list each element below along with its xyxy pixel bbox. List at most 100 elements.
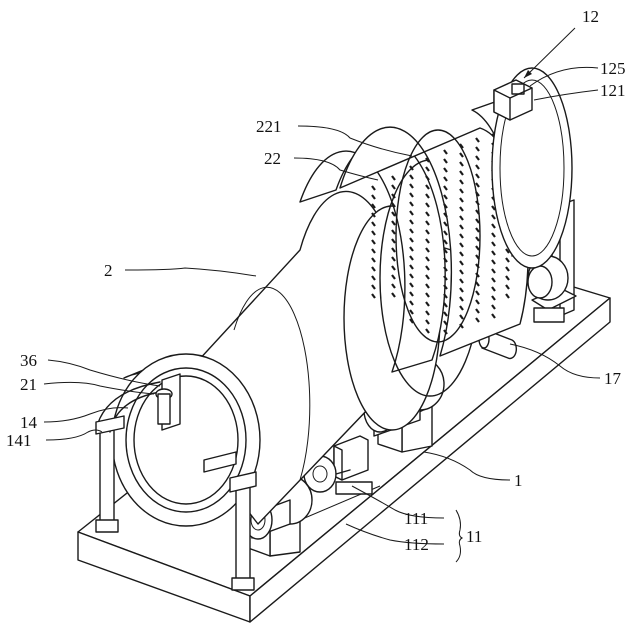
- screen-slot: [443, 167, 448, 173]
- screen-slot: [391, 274, 396, 280]
- screen-slot: [459, 323, 464, 329]
- screen-slot: [443, 149, 448, 155]
- screen-slot: [391, 175, 396, 181]
- screen-slot: [425, 319, 430, 325]
- screen-slot: [459, 287, 464, 293]
- screen-slot: [391, 193, 396, 199]
- screen-slot: [391, 265, 396, 271]
- screen-slot: [475, 218, 480, 224]
- screen-slot: [443, 302, 448, 308]
- screen-slot: [409, 192, 414, 198]
- screen-slot: [443, 239, 448, 245]
- screen-slot: [491, 241, 496, 247]
- screen-slot: [409, 318, 414, 324]
- screen-slot: [425, 193, 430, 199]
- label-17: 17: [604, 369, 622, 388]
- screen-slot: [459, 197, 464, 203]
- screen-slot: [475, 254, 480, 260]
- screen-slot: [491, 223, 496, 229]
- screen-slot: [425, 265, 430, 271]
- screen-slot: [409, 300, 414, 306]
- screen-slot: [391, 211, 396, 217]
- screen-slot: [475, 200, 480, 206]
- screen-slot: [443, 257, 448, 263]
- label-221: 221: [256, 117, 282, 136]
- screen-slot: [425, 274, 430, 280]
- screen-slot: [475, 281, 480, 287]
- screen-slot: [409, 210, 414, 216]
- screen-slot: [443, 203, 448, 209]
- screen-slot: [409, 201, 414, 207]
- screen-slot: [443, 212, 448, 218]
- screen-slot: [425, 157, 430, 163]
- screen-slot: [475, 290, 480, 296]
- label-1: 1: [514, 471, 523, 490]
- label-22: 22: [264, 149, 281, 168]
- label-112: 112: [404, 535, 429, 554]
- screen-slot: [425, 256, 430, 262]
- screen-slot: [505, 266, 510, 272]
- screen-slot: [475, 263, 480, 269]
- screen-slot: [491, 214, 496, 220]
- label-11: 11: [466, 527, 482, 546]
- screen-slot: [475, 164, 480, 170]
- label-21: 21: [20, 375, 37, 394]
- screen-slot: [505, 275, 510, 281]
- screen-slot: [475, 155, 480, 161]
- screen-slot: [409, 255, 414, 261]
- front-frame: [95, 381, 257, 591]
- screen-slot: [459, 269, 464, 275]
- screen-slot: [491, 295, 496, 301]
- screen-slot: [371, 293, 376, 299]
- feed-nozzle: [155, 373, 237, 473]
- screen-slot: [443, 275, 448, 281]
- screen-slot: [409, 183, 414, 189]
- screen-slot: [475, 272, 480, 278]
- screen-slot: [425, 184, 430, 190]
- screen-slot: [459, 152, 464, 158]
- reference-labels: 12 125 121 221 22 2 36 21 14 141 17 1 11…: [6, 7, 626, 554]
- label-12: 12: [582, 7, 599, 26]
- label-125: 125: [600, 59, 626, 78]
- screen-slot: [491, 268, 496, 274]
- rear-shaft-block: [493, 79, 533, 121]
- screen-slot: [443, 194, 448, 200]
- screen-slot: [409, 264, 414, 270]
- leader-lines: [43, 27, 601, 563]
- screen-slot: [491, 232, 496, 238]
- screen-slot: [443, 221, 448, 227]
- screen-slot: [425, 292, 430, 298]
- screen-slot: [409, 282, 414, 288]
- screen-slot: [491, 286, 496, 292]
- screen-slot: [425, 301, 430, 307]
- label-2: 2: [104, 261, 113, 280]
- screen-slot: [425, 238, 430, 244]
- screen-slot: [409, 237, 414, 243]
- screen-slot: [491, 205, 496, 211]
- screen-slot: [459, 143, 464, 149]
- screen-slot: [371, 203, 376, 209]
- screen-slot: [409, 228, 414, 234]
- screen-slot: [425, 220, 430, 226]
- screen-slot: [425, 310, 430, 316]
- screen-slot: [425, 211, 430, 217]
- label-14: 14: [20, 413, 38, 432]
- screen-slot: [371, 230, 376, 236]
- screen-slot: [425, 202, 430, 208]
- screen-slot: [505, 248, 510, 254]
- label-111: 111: [404, 509, 428, 528]
- screen-slot: [443, 320, 448, 326]
- screen-slot: [425, 283, 430, 289]
- screen-slot: [443, 176, 448, 182]
- screen-slot: [443, 230, 448, 236]
- screen-slot: [459, 305, 464, 311]
- screen-slot: [391, 184, 396, 190]
- label-36: 36: [20, 351, 37, 370]
- screen-slot: [459, 179, 464, 185]
- screen-slot: [425, 175, 430, 181]
- screen-slot: [371, 221, 376, 227]
- screen-slot: [443, 293, 448, 299]
- screen-slot: [459, 260, 464, 266]
- screen-slot: [459, 278, 464, 284]
